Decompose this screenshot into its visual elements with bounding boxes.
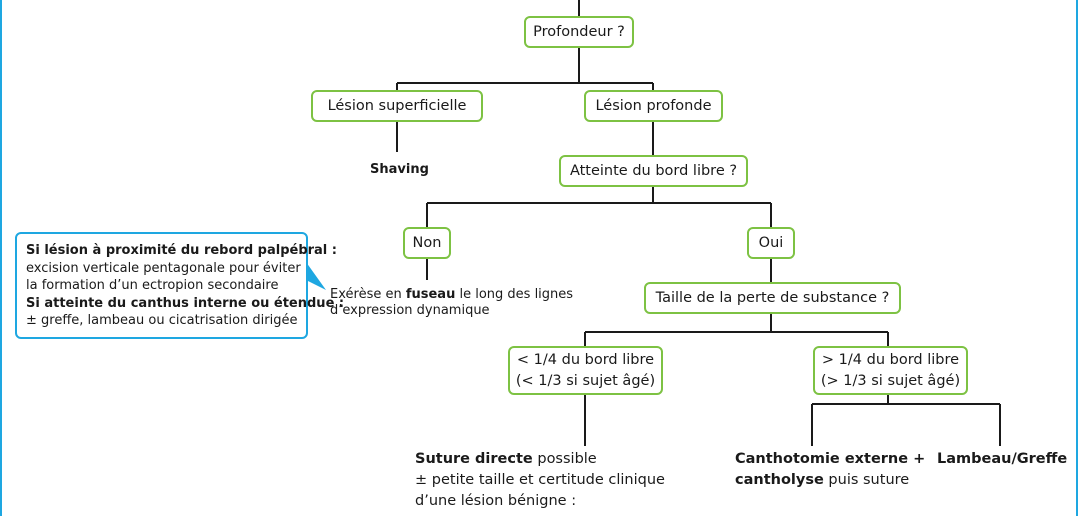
plus-quart-line1: > 1/4 du bord libre — [821, 351, 960, 368]
node-lesion-profonde: Lésion profonde — [584, 90, 723, 122]
exerese-suffix: le long des lignes — [455, 287, 574, 302]
note-pointer — [306, 262, 326, 290]
suture-rest: possible — [532, 451, 597, 467]
exerese-bold: fuseau — [405, 287, 456, 302]
moins-quart-line2: (< 1/3 si sujet âgé) — [515, 372, 656, 389]
exerese-prefix: Exérèse en — [330, 287, 406, 302]
outcome-lambeau: Lambeau/Greffe — [937, 451, 1068, 467]
moins-quart-line1: < 1/4 du bord libre — [516, 351, 655, 368]
outcome-suture: Suture directe possible ± petite taille … — [415, 449, 665, 512]
suture-line2: ± petite taille et certitude clinique — [415, 472, 665, 488]
node-profondeur: Profondeur ? — [524, 16, 634, 48]
outcome-exerese: Exérèse en fuseau le long des lignes d’e… — [330, 287, 573, 319]
suture-bold: Suture directe — [415, 451, 533, 467]
exerese-line2: d’expression dynamique — [330, 303, 490, 318]
canthotomie-bold1: Canthotomie externe + — [735, 451, 926, 467]
note-line1: excision verticale pentagonale pour évit… — [26, 260, 301, 276]
node-non: Non — [403, 227, 451, 259]
canthotomie-bold2: cantholyse — [735, 472, 824, 488]
node-taille-perte: Taille de la perte de substance ? — [644, 282, 901, 314]
note-line3: ± greffe, lambeau ou cicatrisation dirig… — [26, 313, 298, 328]
node-lesion-superficielle: Lésion superficielle — [311, 90, 483, 122]
node-atteinte-bord-libre: Atteinte du bord libre ? — [559, 155, 748, 187]
canthotomie-rest2: puis suture — [823, 472, 910, 488]
node-moins-quart: < 1/4 du bord libre (< 1/3 si sujet âgé) — [508, 346, 663, 395]
note-box: Si lésion à proximité du rebord palpébra… — [15, 232, 345, 339]
node-plus-quart: > 1/4 du bord libre (> 1/3 si sujet âgé) — [813, 346, 968, 395]
outcome-canthotomie: Canthotomie externe + cantholyse puis su… — [735, 449, 925, 491]
suture-line3: d’une lésion bénigne : — [415, 493, 577, 509]
note-title1: Si lésion à proximité du rebord palpébra… — [26, 243, 337, 258]
note-title2: Si atteinte du canthus interne ou étendu… — [26, 295, 345, 311]
node-oui: Oui — [747, 227, 795, 259]
outcome-shaving: Shaving — [370, 162, 429, 177]
plus-quart-line2: (> 1/3 si sujet âgé) — [820, 372, 961, 389]
note-line2: la formation d’un ectropion secondaire — [26, 278, 279, 293]
